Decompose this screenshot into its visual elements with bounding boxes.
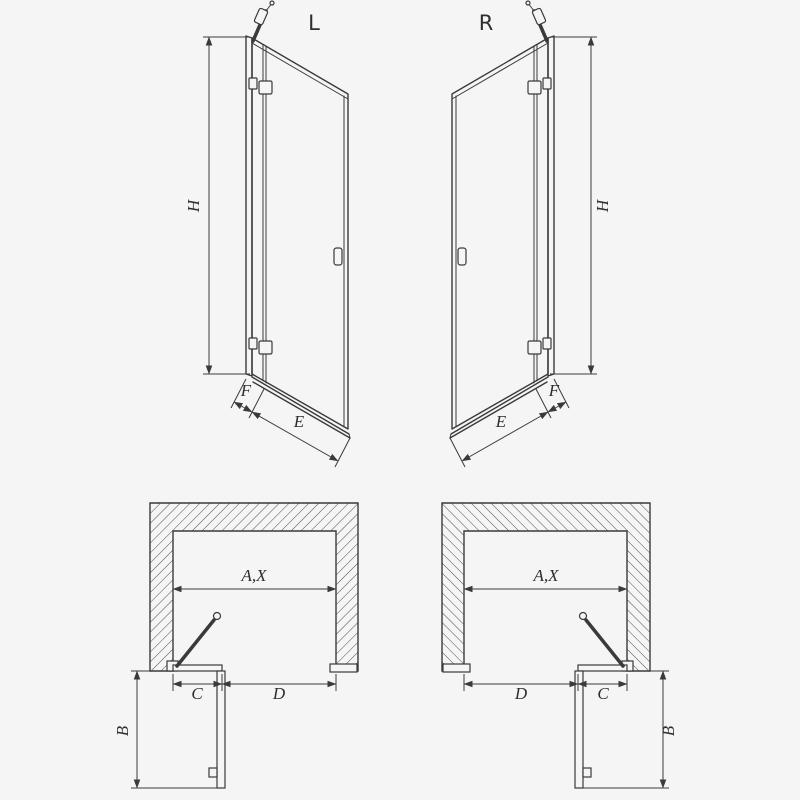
plan-right-drawing (442, 503, 669, 788)
bottom-hinge (248, 337, 273, 355)
height-label-left: H (184, 198, 203, 213)
height-dimension (203, 36, 250, 375)
opening-label-right: A,X (532, 566, 559, 585)
entry-width-label-right: E (495, 412, 507, 431)
entry-width-label-left: E (293, 412, 305, 431)
variant-label-right: R (479, 11, 494, 35)
closing-profile (329, 663, 358, 673)
opening-label-left: A,X (240, 566, 267, 585)
top-hinge (248, 77, 273, 95)
fixed-width-label-left: F (240, 381, 252, 400)
depth-dimension (131, 670, 217, 789)
glass-door-panel (251, 37, 349, 430)
c-label-left: C (191, 684, 203, 703)
fixed-panel (166, 660, 223, 672)
plan-width-dimensions (172, 674, 337, 691)
door-handle (333, 247, 343, 266)
elevation-right-drawing (450, 1, 597, 467)
elevation-left-drawing (203, 0, 351, 468)
open-door (208, 670, 226, 789)
d-label-left: D (272, 684, 286, 703)
c-label-right: C (597, 684, 609, 703)
fixed-width-label-right: F (548, 381, 560, 400)
d-label-right: D (514, 684, 528, 703)
support-arm (251, 0, 275, 43)
height-label-right: H (593, 198, 612, 213)
wall-section (149, 502, 359, 672)
variant-label-left: L (308, 11, 320, 35)
plan-left-drawing (131, 502, 359, 789)
depth-label-left: B (113, 725, 132, 736)
depth-label-right: B (659, 725, 678, 736)
labels: L R H H F E F E A,X A,X C D D C B B (113, 11, 678, 736)
width-dimensions (230, 378, 351, 468)
support-bar (175, 611, 222, 668)
